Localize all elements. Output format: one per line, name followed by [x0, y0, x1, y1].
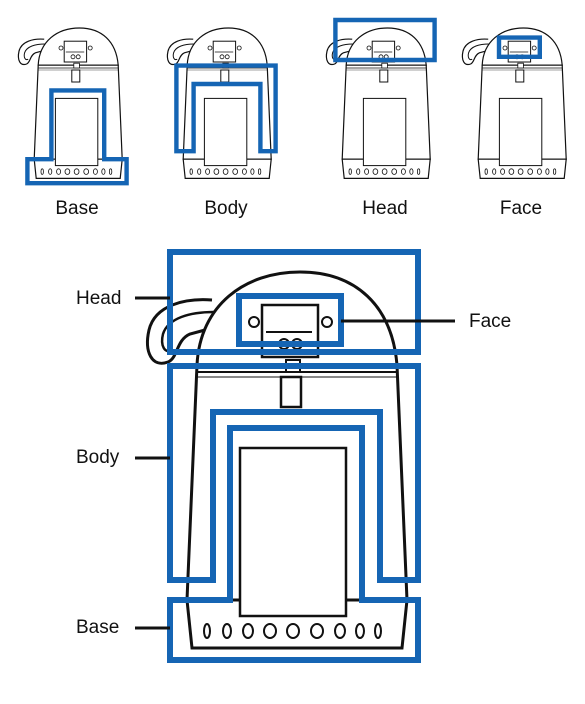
- thumbnail-label-head: Head: [362, 198, 407, 219]
- thumbnail-highlight-base: [25, 88, 129, 186]
- main-label-base: Base: [76, 617, 119, 638]
- main-highlight-head: [167, 249, 421, 355]
- main-label-body: Body: [76, 447, 120, 468]
- thumbnail-label-base: Base: [55, 198, 98, 219]
- thumbnail-label-body: Body: [204, 198, 248, 219]
- thumbnail-label-face: Face: [500, 198, 542, 219]
- main-highlight-base: [167, 425, 421, 663]
- thumbnail-face: [461, 27, 567, 179]
- thumbnail-highlight-head: [333, 17, 437, 63]
- thumbnail-highlight-face: [496, 35, 542, 59]
- thumbnail-highlight-body: [174, 63, 278, 154]
- main-robot: [146, 270, 409, 650]
- thumbnail-base: [17, 27, 129, 186]
- main-label-face: Face: [469, 311, 511, 332]
- thumbnail-row: Base Body Head Face: [17, 17, 567, 219]
- main-highlight-body: [167, 363, 421, 583]
- main-label-head: Head: [76, 288, 121, 309]
- thumbnail-body: [166, 27, 278, 179]
- thumbnail-head: [325, 17, 437, 179]
